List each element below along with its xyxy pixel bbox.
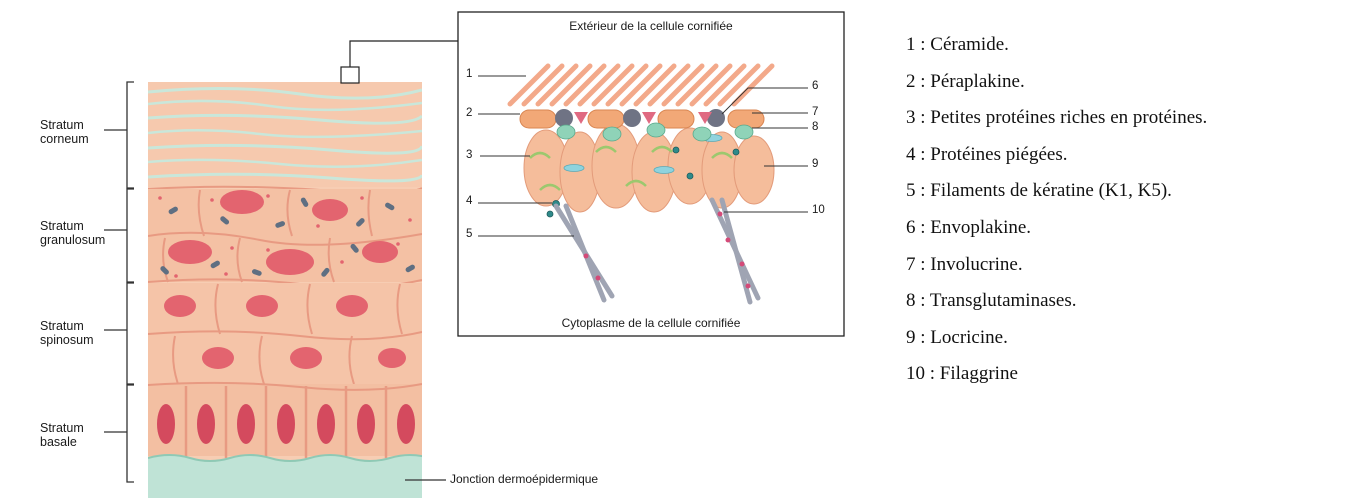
corneum-layers bbox=[148, 82, 422, 193]
inset-number-1: 1 bbox=[466, 68, 472, 80]
inset-number-2: 2 bbox=[466, 107, 472, 119]
inset-number-4: 4 bbox=[466, 195, 472, 207]
inset-number-10: 10 bbox=[812, 204, 825, 216]
strata-brackets bbox=[104, 82, 134, 482]
inset-number-9: 9 bbox=[812, 158, 818, 170]
legend-item-9: 9 : Locricine. bbox=[906, 320, 1207, 357]
inset-number-5: 5 bbox=[466, 228, 472, 240]
spinosum-cells bbox=[148, 283, 422, 384]
legend-item-4: 4 : Protéines piégées. bbox=[906, 137, 1207, 174]
legend-item-8: 8 : Transglutaminases. bbox=[906, 283, 1207, 320]
zoom-connector bbox=[341, 41, 458, 83]
inset-number-6: 6 bbox=[812, 80, 818, 92]
legend-item-6: 6 : Envoplakine. bbox=[906, 210, 1207, 247]
inset-number-8: 8 bbox=[812, 121, 818, 133]
granulosum-cells bbox=[148, 189, 422, 287]
junction-label: Jonction dermoépidermique bbox=[450, 472, 598, 486]
legend-item-2: 2 : Péraplakine. bbox=[906, 64, 1207, 101]
inset-top-caption: Extérieur de la cellule cornifiée bbox=[458, 19, 844, 33]
inset-number-3: 3 bbox=[466, 149, 472, 161]
inset-number-7: 7 bbox=[812, 106, 818, 118]
legend-item-10: 10 : Filaggrine bbox=[906, 356, 1207, 393]
basale-cells bbox=[148, 383, 422, 458]
legend-item-1: 1 : Céramide. bbox=[906, 27, 1207, 64]
legend-list: 1 : Céramide. 2 : Péraplakine. 3 : Petit… bbox=[906, 27, 1207, 393]
legend-item-7: 7 : Involucrine. bbox=[906, 247, 1207, 284]
inset-bottom-caption: Cytoplasme de la cellule cornifiée bbox=[458, 316, 844, 330]
legend-item-3: 3 : Petites protéines riches en protéine… bbox=[906, 100, 1207, 137]
legend-item-5: 5 : Filaments de kératine (K1, K5). bbox=[906, 173, 1207, 210]
epidermis-tissue bbox=[148, 82, 430, 500]
